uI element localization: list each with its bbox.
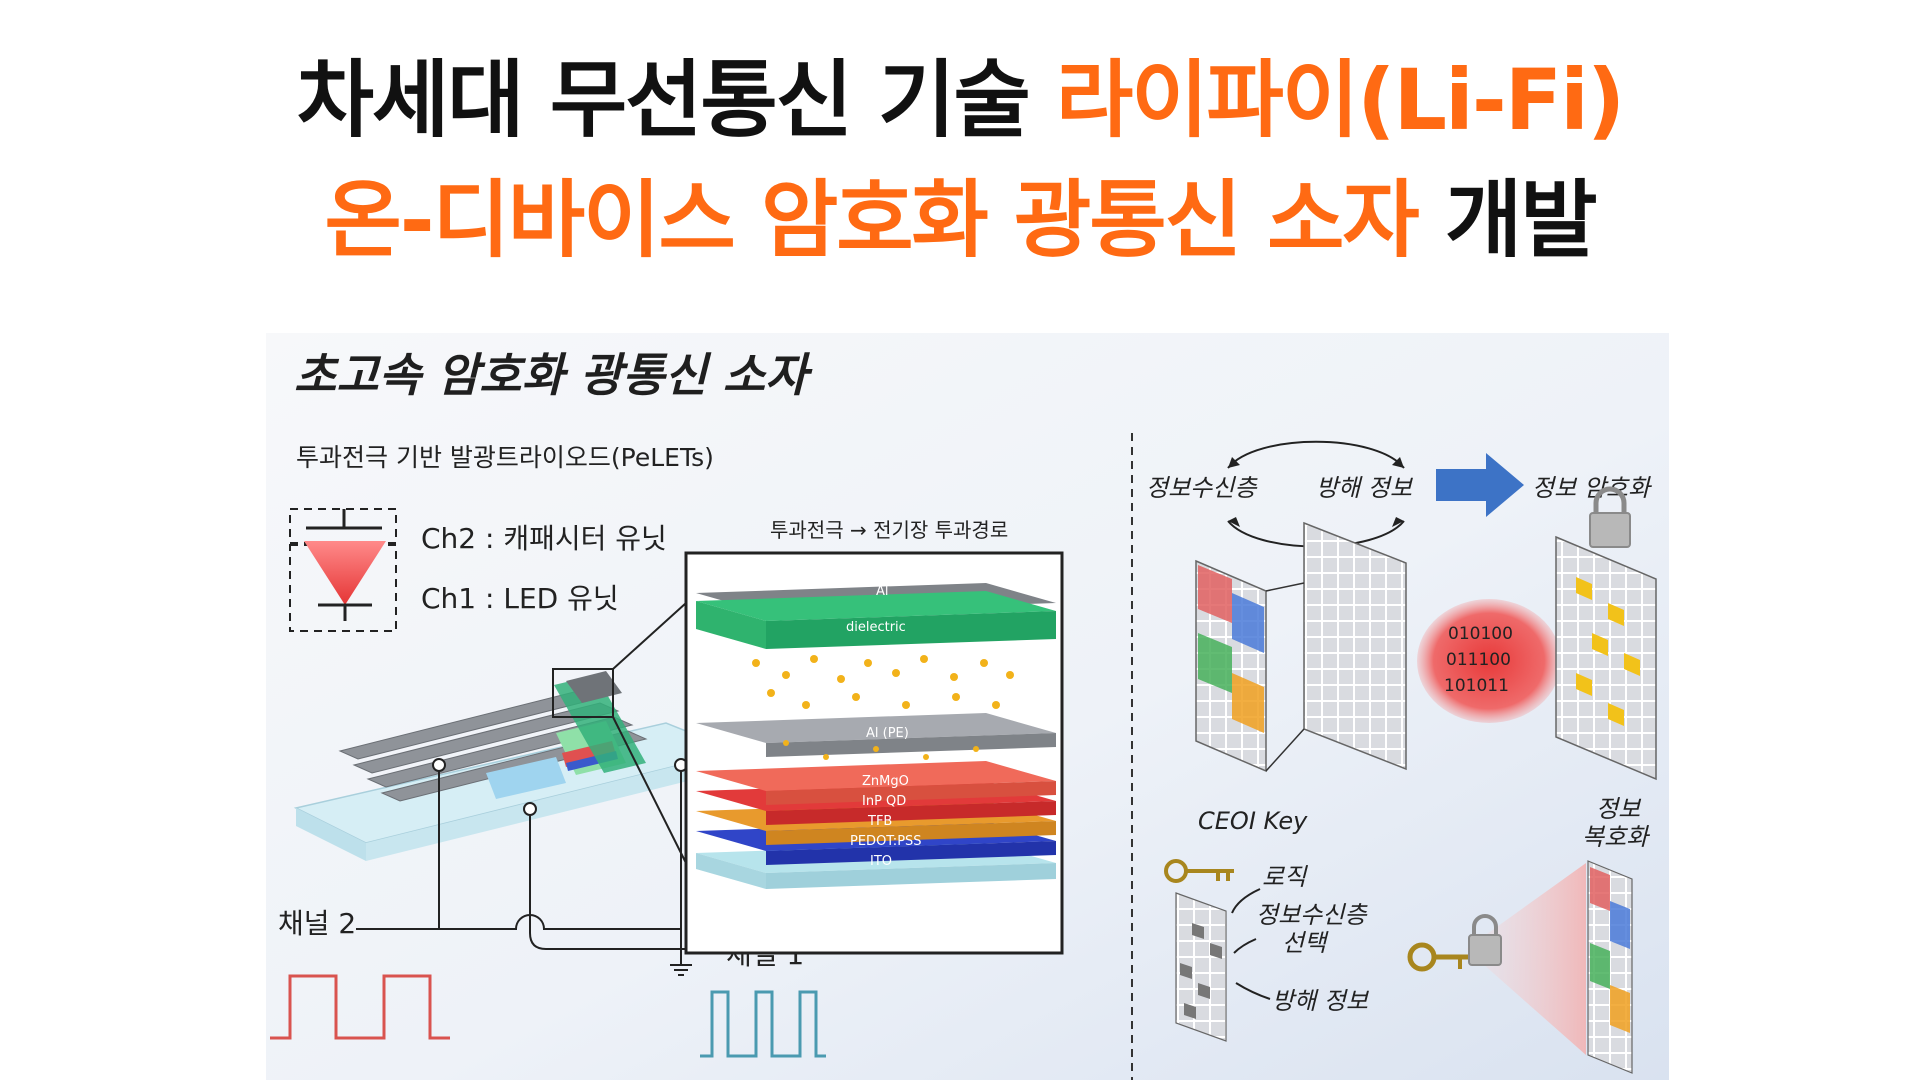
jamming-label-2: 방해 정보: [1272, 987, 1370, 1015]
channel-1-waveform: [700, 990, 826, 1058]
layer-label-ito: ITO: [870, 854, 892, 869]
layer-label-inp-qd: InP QD: [862, 794, 906, 809]
charge-particles: [752, 655, 1014, 760]
headline-line-1-orange: 라이파이(Li-Fi): [1056, 51, 1625, 149]
mixed-grid: [1175, 892, 1227, 1042]
layer-label-al: Al: [876, 584, 889, 599]
zoom-line-top: [612, 602, 687, 670]
legend-ch2: Ch2 : 캐패시터 유닛: [421, 522, 667, 555]
zoom-line-bottom: [612, 716, 687, 864]
layer-label-pedot-pss: PEDOT:PSS: [850, 834, 922, 849]
headline-line-2-black: 개발: [1417, 171, 1598, 269]
binary-row-2: 011100: [1446, 650, 1511, 670]
node-common: [523, 802, 537, 816]
headline-line-1: 차세대 무선통신 기술 라이파이(Li-Fi): [0, 58, 1920, 142]
key-icon: [1164, 859, 1234, 883]
circuit-wiring: [356, 765, 706, 976]
info-layer-grid: [1195, 559, 1267, 773]
triode-symbol-icon: [289, 508, 397, 632]
device-figure: 초고속 암호화 광통신 소자 투과전극 기반 발광트라이오드(PeLETs) C…: [266, 333, 1669, 1080]
layer-label-dielectric: dielectric: [846, 620, 906, 635]
decrypted-grid: [1587, 860, 1633, 1074]
lock-icon: [1589, 486, 1631, 548]
logic-label: 로직: [1262, 863, 1308, 891]
layer-label-tfb: TFB: [867, 814, 892, 829]
node-ch2: [432, 758, 446, 772]
jamming-label: 방해 정보: [1316, 474, 1414, 502]
figure-subtitle: 투과전극 기반 발광트라이오드(PeLETs): [296, 443, 714, 472]
figure-title: 초고속 암호화 광통신 소자: [294, 348, 813, 402]
ceoi-key-label: CEOI Key: [1198, 807, 1308, 835]
channel-2-waveform: [270, 974, 450, 1040]
info-layer-label: 정보수신층: [1146, 474, 1258, 502]
decrypt-label-2: 복호화: [1582, 823, 1650, 851]
exchange-arrow-top: [1227, 440, 1405, 469]
decrypt-light-cone: [1466, 863, 1586, 1055]
encryption-label: 정보 암호화: [1532, 474, 1652, 502]
logic-arrow: [1231, 888, 1261, 914]
legend-ch1: Ch1 : LED 유닛: [421, 582, 619, 615]
binary-glow: [1417, 599, 1561, 723]
select-label-2: 선택: [1282, 929, 1329, 957]
jamming-grid: [1265, 521, 1407, 772]
encrypt-arrow-icon: [1436, 453, 1524, 517]
channel-2-label: 채널 2: [278, 907, 356, 940]
binary-row-3: 101011: [1444, 676, 1509, 696]
binary-row-1: 010100: [1448, 624, 1513, 644]
layer-label-znmgo: ZnMgO: [862, 774, 909, 789]
decrypt-label-1: 정보: [1596, 795, 1642, 823]
key-lock-icon: [1407, 914, 1502, 972]
headline-line-1-black: 차세대 무선통신 기술: [296, 51, 1056, 149]
jamming-arrow: [1235, 982, 1271, 1000]
select-label-1: 정보수신층: [1256, 901, 1368, 929]
select-arrow: [1233, 938, 1257, 954]
headline-line-2-orange: 온-디바이스 암호화 광통신 소자: [324, 171, 1419, 269]
headline-line-2: 온-디바이스 암호화 광통신 소자 개발: [0, 178, 1920, 262]
inset-title: 투과전극 → 전기장 투과경로: [770, 518, 1008, 542]
layer-label-al-pe: Al (PE): [866, 726, 909, 741]
layer-stack-inset: [684, 551, 1064, 955]
encrypted-grid: [1555, 535, 1657, 781]
